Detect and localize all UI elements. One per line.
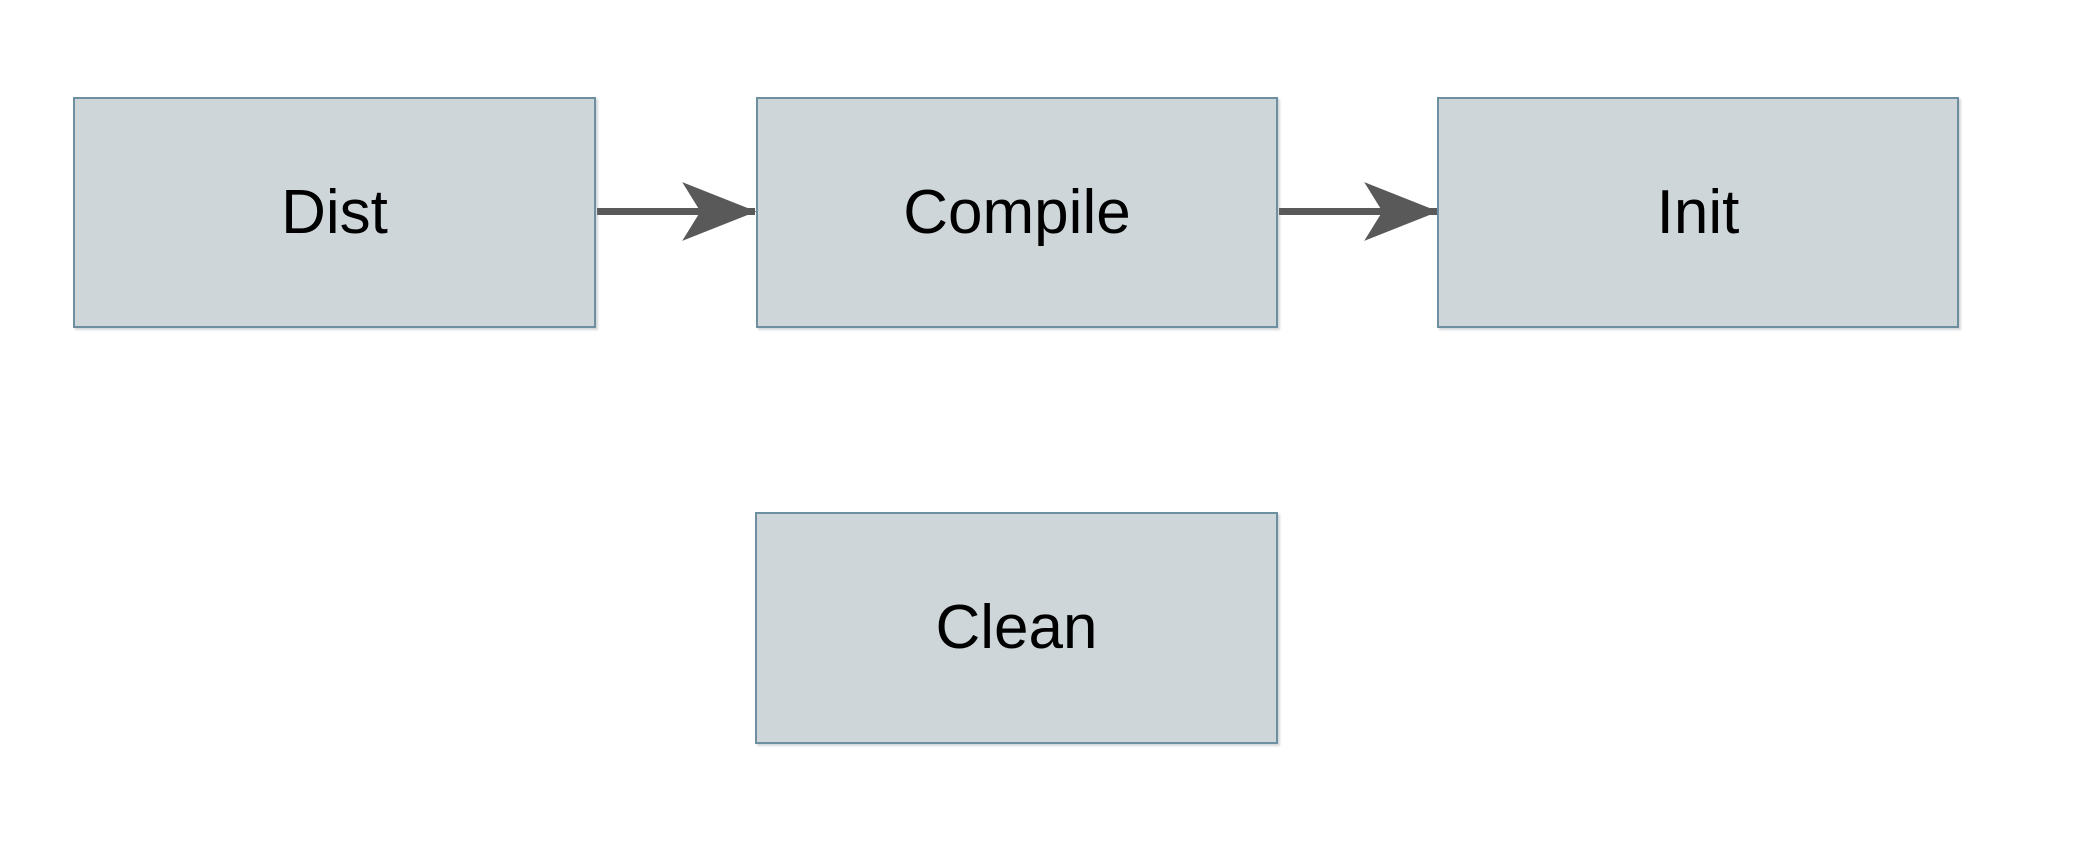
- node-clean-label: Clean: [935, 593, 1098, 662]
- node-init-label: Init: [1656, 177, 1740, 247]
- node-clean[interactable]: Clean: [755, 512, 1278, 744]
- node-compile[interactable]: Compile: [756, 97, 1278, 328]
- node-dist-label: Dist: [281, 177, 388, 247]
- node-compile-label: Compile: [903, 177, 1131, 247]
- node-dist[interactable]: Dist: [73, 97, 596, 328]
- node-init[interactable]: Init: [1437, 97, 1959, 328]
